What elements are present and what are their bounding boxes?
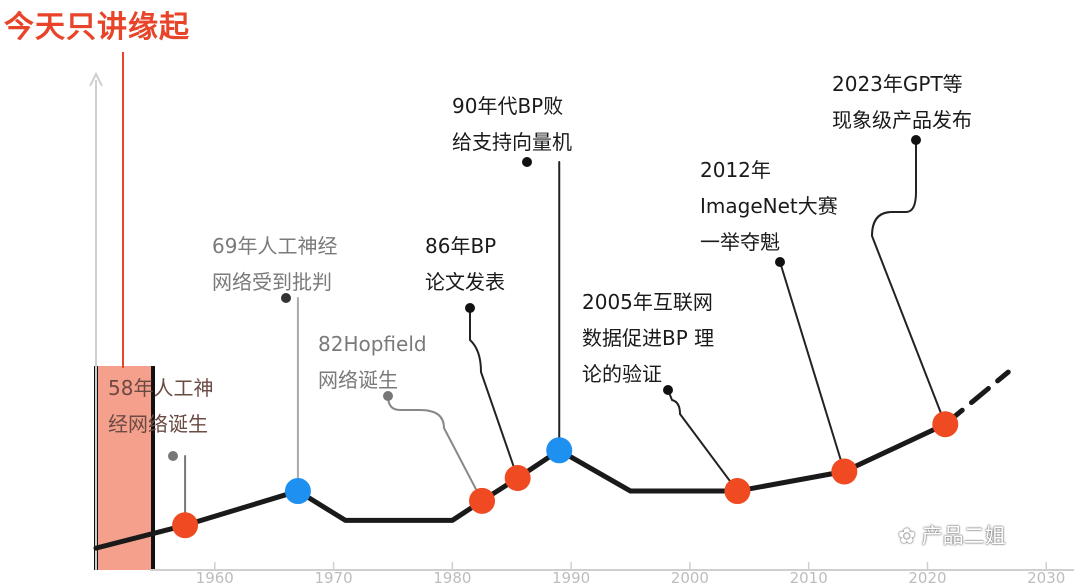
event-leader-line [779, 261, 846, 473]
event-point-red [172, 512, 199, 539]
event-annotation-line: 90年代BP败 [452, 94, 564, 118]
x-tick-label: 2030 [1027, 569, 1065, 584]
x-tick-label: 1960 [196, 569, 234, 584]
event-annotation-line: 86年BP [425, 234, 497, 258]
event-annotation-line: ImageNet大赛 [700, 194, 838, 218]
projection-dashed-line [942, 369, 1011, 427]
event-leader-dot [911, 135, 921, 145]
event-leader-line [469, 307, 519, 480]
event-leader-dot [775, 257, 785, 267]
x-tick-label: 2020 [908, 569, 946, 584]
event-point-red [469, 487, 496, 514]
event-leader-dot [663, 385, 673, 395]
y-axis-arrow [89, 71, 103, 87]
watermark: ✿产品二姐 [898, 520, 1006, 550]
event-annotation-line: 网络受到批判 [212, 270, 332, 294]
chart-title: 今天只讲缘起 [4, 10, 190, 45]
event-annotation-line: 2005年互联网 [582, 290, 713, 314]
event-point-red [831, 458, 858, 485]
event-annotation: 2005年互联网数据促进BP 理论的验证 [582, 284, 714, 392]
wechat-icon: ✿ [898, 524, 916, 548]
event-point-red [932, 411, 959, 438]
x-tick-label: 1970 [314, 569, 352, 584]
event-annotation-line: 经网络诞生 [108, 412, 208, 436]
x-tick-label: 2010 [790, 569, 828, 584]
event-annotation: 82Hopfield 网络诞生 [318, 326, 427, 398]
event-annotation: 58年人工神经网络诞生 [108, 370, 213, 442]
event-point-blue [284, 478, 311, 505]
event-annotation-line: 2023年GPT等 [832, 72, 963, 96]
event-annotation-line: 论文发表 [425, 270, 505, 294]
event-annotation-line: 58年人工神 [108, 376, 214, 400]
event-annotation-line: 网络诞生 [318, 368, 398, 392]
event-annotation-line: 2012年 [700, 158, 771, 182]
event-annotation-line: 数据促进BP 理 [582, 326, 715, 350]
x-tick-label: 2000 [671, 569, 709, 584]
x-tick-label: 1990 [552, 569, 590, 584]
event-annotation-line: 82Hopfield [318, 332, 427, 356]
event-annotation-line: 给支持向量机 [452, 130, 572, 154]
event-annotation-line: 69年人工神经 [212, 234, 338, 258]
event-annotation: 86年BP 论文发表 [425, 228, 505, 300]
event-annotation: 90年代BP败给支持向量机 [452, 88, 572, 160]
event-leader-dot [383, 391, 393, 401]
series-line [93, 421, 948, 551]
event-point-red [504, 465, 531, 492]
event-leader-line [387, 395, 484, 502]
event-leader-line [871, 139, 947, 426]
event-annotation: 2023年GPT等现象级产品发布 [832, 66, 972, 138]
event-leader-dot [168, 451, 178, 461]
event-annotation: 69年人工神经网络受到批判 [212, 228, 337, 300]
event-leader-dot [281, 293, 291, 303]
event-leader-dot [465, 303, 475, 313]
event-point-red [724, 478, 751, 505]
event-annotation-line: 一举夺魁 [700, 230, 780, 254]
event-annotation-line: 论的验证 [582, 362, 662, 386]
event-annotation: 2012年 ImageNet大赛一举夺魁 [700, 152, 838, 260]
x-tick-label: 1980 [433, 569, 471, 584]
event-leader-dot [522, 157, 532, 167]
watermark-text: 产品二姐 [921, 524, 1006, 548]
event-annotation-line: 现象级产品发布 [832, 108, 972, 132]
event-leader-line [667, 389, 739, 493]
event-point-blue [546, 437, 573, 464]
